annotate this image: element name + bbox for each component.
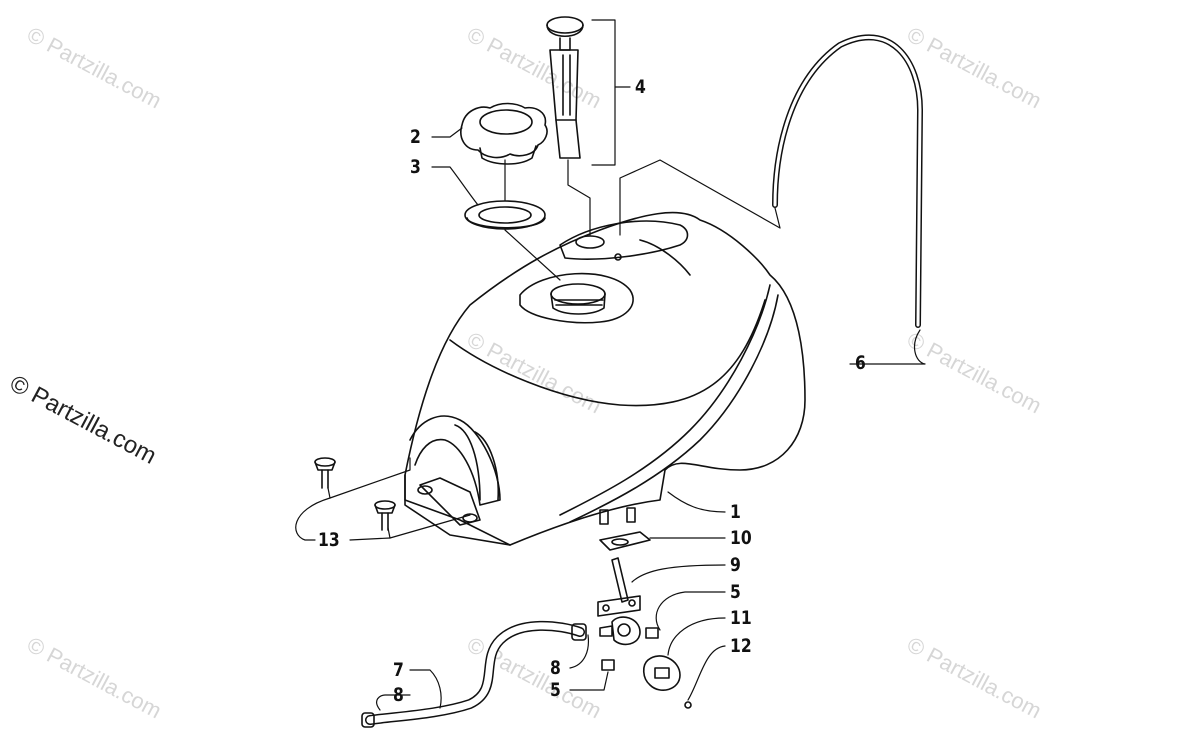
- callout-9: 9: [730, 554, 741, 576]
- callout-5-bottom: 5: [550, 679, 561, 701]
- fuel-hose: [361, 620, 587, 728]
- callout-3: 3: [410, 156, 421, 178]
- leader-lines: [295, 19, 926, 711]
- callout-11: 11: [730, 607, 752, 629]
- callout-4: 4: [635, 76, 646, 98]
- callout-12: 12: [730, 635, 752, 657]
- callout-8-left: 8: [393, 684, 404, 706]
- callout-10: 10: [730, 527, 752, 549]
- fuel-tank: [404, 211, 806, 546]
- callout-1: 1: [730, 501, 741, 523]
- fuel-gauge: [546, 16, 584, 159]
- fuel-valve-assembly: [597, 507, 692, 709]
- callout-7: 7: [393, 659, 404, 681]
- callout-13: 13: [318, 529, 340, 551]
- mounting-screws: [314, 457, 396, 531]
- callout-5-top: 5: [730, 581, 741, 603]
- gasket: [464, 200, 546, 230]
- callout-6: 6: [855, 352, 866, 374]
- vent-hose: [772, 34, 923, 328]
- callout-2: 2: [410, 126, 421, 148]
- callout-8-right: 8: [550, 657, 561, 679]
- filler-cap: [460, 102, 548, 165]
